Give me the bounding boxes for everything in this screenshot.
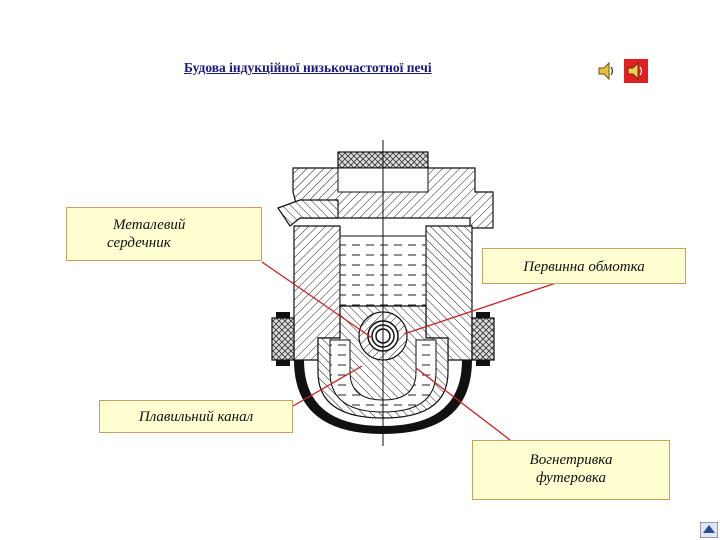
leader-channel — [292, 365, 363, 407]
label-core-line2: сердечник — [107, 235, 171, 251]
label-melting-channel: Плавильний канал — [99, 400, 293, 433]
home-arrow-icon[interactable] — [700, 522, 718, 538]
left-clamp — [271, 312, 295, 366]
leader-winding — [403, 282, 557, 335]
label-lining-line1: Вогнетривка — [529, 452, 613, 468]
speaker-icon[interactable] — [596, 60, 618, 82]
right-clamp — [471, 312, 495, 366]
label-core-line1: Металевий — [113, 217, 186, 233]
page-title: Будова індукційної низькочастотної печі — [184, 60, 432, 75]
spout — [277, 199, 339, 227]
speaker-active-icon[interactable] — [624, 59, 648, 83]
label-primary-winding: Первинна обмотка — [482, 248, 686, 284]
label-lining-line2: футеровка — [536, 470, 606, 486]
label-metal-core: Металевий сердечник — [66, 207, 262, 261]
leader-core — [261, 261, 373, 339]
label-refractory-lining: Вогнетривка футеровка — [472, 440, 670, 500]
leader-lining — [415, 367, 511, 441]
melting-channel — [329, 339, 437, 413]
